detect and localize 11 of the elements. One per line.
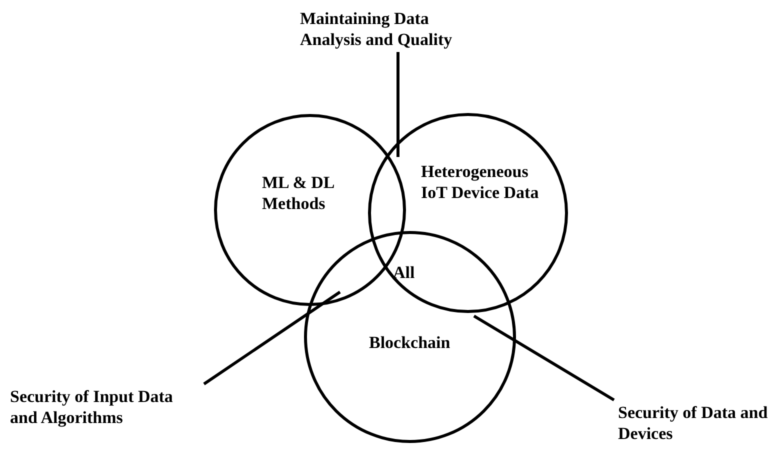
callout-text: Security of Input Data and Algorithms [10,386,200,428]
intersection-label: All [393,262,415,283]
circle-label: ML & DL Methods [262,172,335,214]
venn-circle [368,113,568,313]
circle-label: Blockchain [369,332,452,353]
leader-line [396,52,400,157]
leader-line [473,314,615,402]
venn-circle [304,231,516,443]
circle-label: Heterogeneous IoT Device Data [421,161,540,203]
callout-text: Maintaining Data Analysis and Quality [300,8,470,50]
callout-text: Security of Data and Devices [618,402,768,444]
